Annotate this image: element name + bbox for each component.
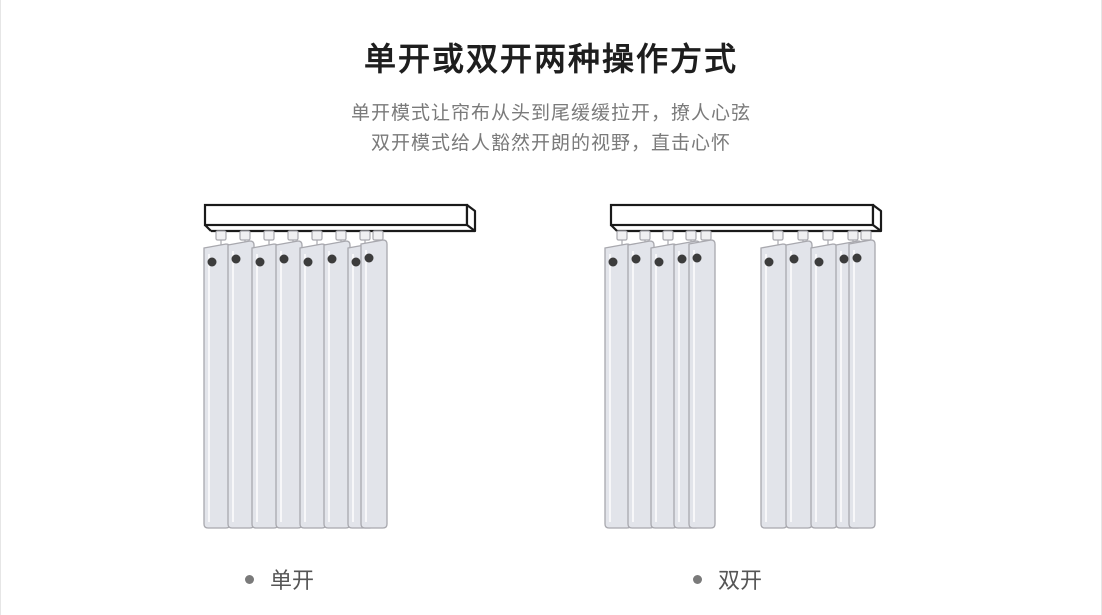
hook-dot xyxy=(207,257,217,267)
track-end-cap xyxy=(465,203,477,233)
blade-body xyxy=(299,243,327,529)
blade-body xyxy=(785,240,813,529)
hook-dot xyxy=(631,254,641,264)
blade-body xyxy=(604,243,632,529)
hanger-clip xyxy=(287,230,299,241)
bullet-icon xyxy=(245,574,254,584)
hook-dot xyxy=(789,254,799,264)
hook-dot xyxy=(279,254,289,264)
caption-single-label: 单开 xyxy=(270,569,315,594)
hanger-clip xyxy=(311,230,323,241)
track-lip-edge xyxy=(610,224,618,232)
subtitle-line-2: 双开模式给人豁然开朗的视野，直击心怀 xyxy=(370,132,731,154)
blade-body xyxy=(323,240,351,529)
blade-body xyxy=(360,239,388,529)
blade-body xyxy=(627,240,655,529)
page-title: 单开或双开两种操作方式 xyxy=(363,40,738,78)
hanger-clip xyxy=(685,230,697,241)
hook-dot xyxy=(351,257,361,267)
caption-double-open: 双开 xyxy=(693,563,762,595)
curtain-blade xyxy=(848,230,876,529)
curtain-blade xyxy=(299,230,335,529)
hanger-clip xyxy=(860,230,872,241)
hanger-clip xyxy=(263,230,275,241)
hook-dot xyxy=(692,253,702,263)
blade-body xyxy=(251,243,279,529)
curtain-blade xyxy=(227,230,263,529)
curtain-track xyxy=(609,203,875,227)
hook-dot xyxy=(364,253,374,263)
hook-dot xyxy=(814,257,824,267)
curtain-blade xyxy=(323,230,359,529)
blade-body xyxy=(760,243,788,529)
track-end-cap xyxy=(871,203,883,233)
track-lip-edge xyxy=(204,224,212,232)
hanger-clip xyxy=(215,230,227,241)
hanger-clip xyxy=(700,230,712,241)
curtain-track xyxy=(203,203,469,227)
hanger-clip xyxy=(772,230,784,241)
hook-dot xyxy=(231,254,241,264)
curtain-blade xyxy=(688,230,716,529)
hanger-clip xyxy=(359,230,371,241)
curtain-blade xyxy=(203,230,239,529)
hook-dot xyxy=(654,257,664,267)
blade-body xyxy=(848,239,876,529)
curtain-blade xyxy=(785,230,821,529)
hanger-clip xyxy=(616,230,628,241)
hanger-clip xyxy=(239,230,251,241)
hanger-clip xyxy=(335,230,347,241)
hanger-clip xyxy=(797,230,809,241)
hook-dot xyxy=(764,257,774,267)
hook-dot xyxy=(255,257,265,267)
single-open-curtain xyxy=(203,203,477,529)
hook-dot xyxy=(608,257,618,267)
blade-body xyxy=(227,240,255,529)
hanger-clip xyxy=(847,230,859,241)
subtitle-line-1: 单开模式让帘布从头到尾缓缓拉开，撩人心弦 xyxy=(350,102,751,124)
hook-dot xyxy=(677,254,687,264)
hook-dot xyxy=(839,254,849,264)
bullet-icon xyxy=(693,574,702,584)
hook-dot xyxy=(303,257,313,267)
blade-body xyxy=(650,243,678,529)
blade-body xyxy=(275,240,303,529)
blade-body xyxy=(810,243,838,529)
caption-single-open: 单开 xyxy=(245,563,314,595)
hanger-clip xyxy=(372,230,384,241)
blade-body xyxy=(203,243,231,529)
hanger-clip xyxy=(822,230,834,241)
curtain-blade xyxy=(360,230,388,529)
hanger-clip xyxy=(639,230,651,241)
double-open-curtain xyxy=(604,203,883,529)
caption-double-label: 双开 xyxy=(718,569,763,594)
hook-dot xyxy=(327,254,337,264)
blade-body xyxy=(688,239,716,529)
hanger-clip xyxy=(662,230,674,241)
hook-dot xyxy=(852,253,862,263)
